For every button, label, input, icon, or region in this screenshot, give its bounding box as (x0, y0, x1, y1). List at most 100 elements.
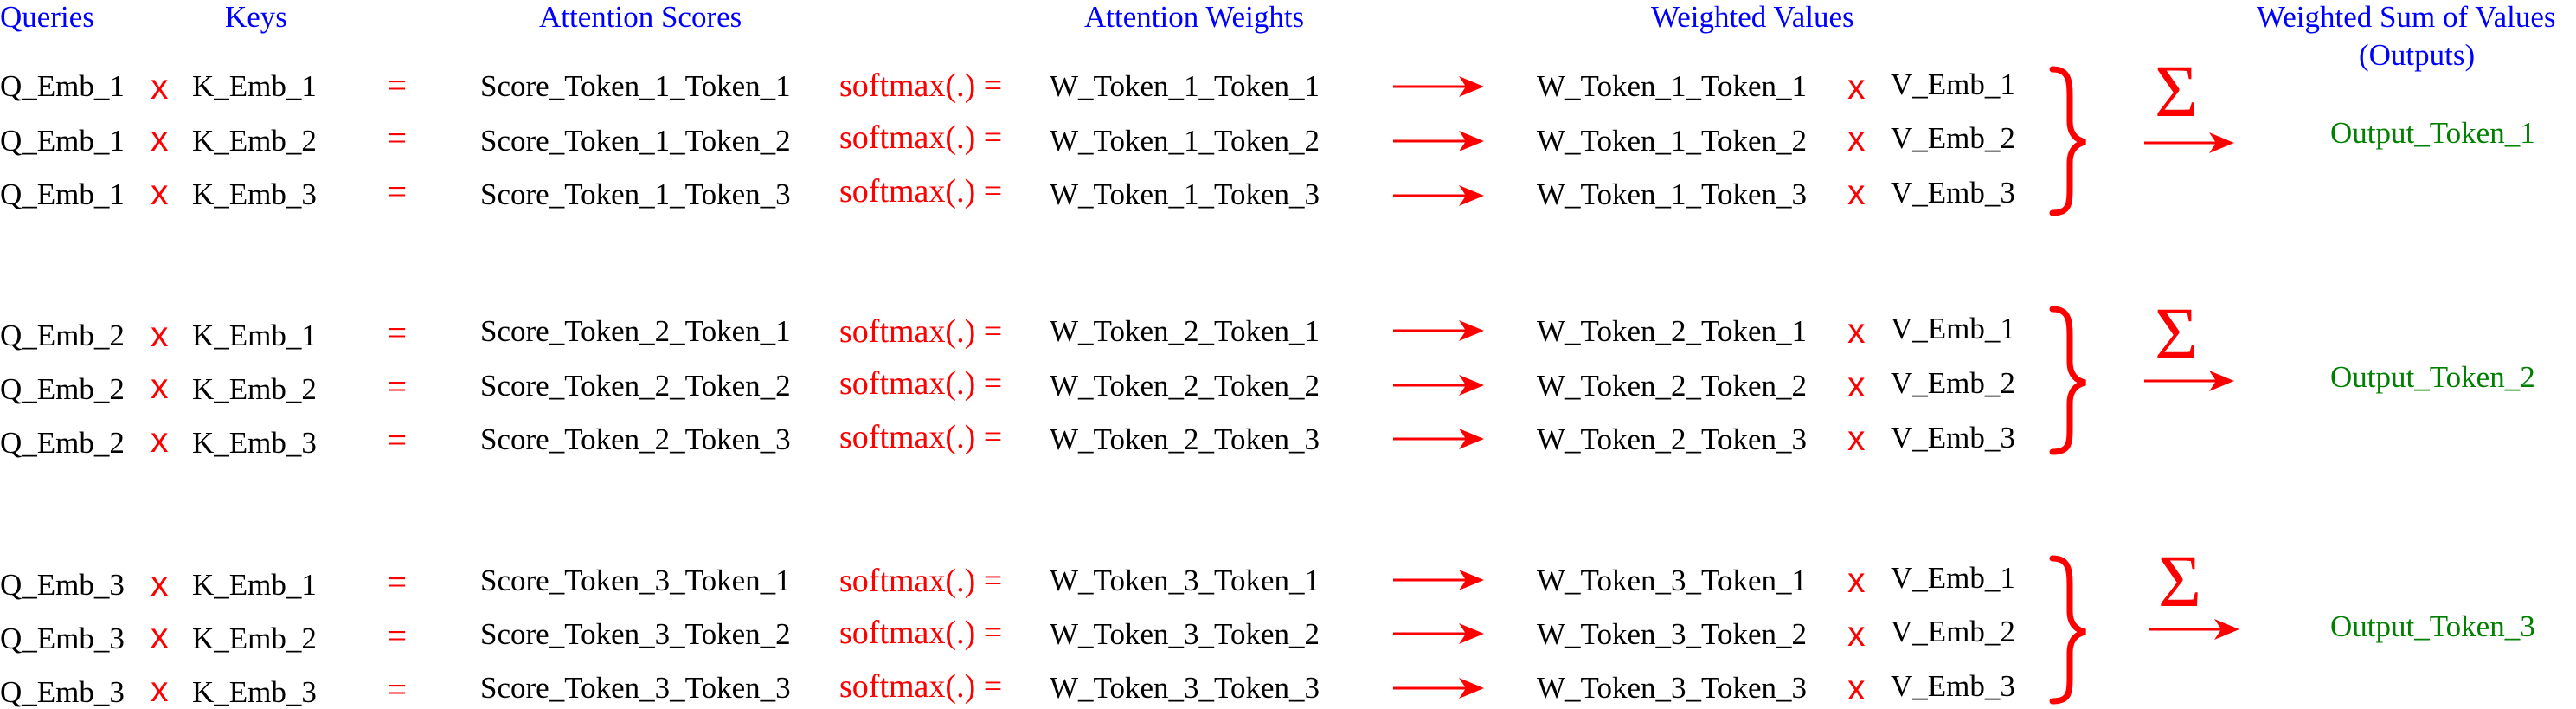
weight-arrow (1393, 320, 1484, 341)
score-cell: Score_Token_2_Token_2 (480, 369, 791, 403)
multiply-symbol: x (151, 669, 169, 709)
multiply-symbol: x (1847, 119, 1866, 158)
header-attention-scores: Attention Scores (539, 0, 742, 34)
weighted-cell: W_Token_1_Token_2 (1537, 124, 1807, 158)
sum-symbol: Σ (2158, 539, 2202, 622)
value-cell: V_Emb_1 (1891, 312, 2015, 345)
query-cell: Q_Emb_3 (0, 622, 125, 655)
weight-arrow (1393, 429, 1484, 449)
value-cell: V_Emb_1 (1891, 68, 2015, 101)
value-cell: V_Emb_2 (1891, 615, 2015, 648)
weighted-cell: W_Token_3_Token_1 (1537, 564, 1807, 597)
weight-arrow (1393, 131, 1484, 151)
softmax-label: softmax(.) = (839, 668, 1003, 705)
sum-symbol: Σ (2155, 292, 2199, 375)
score-cell: Score_Token_3_Token_3 (480, 671, 791, 705)
multiply-symbol: x (151, 366, 169, 406)
equals-symbol: = (387, 616, 408, 655)
weight-cell: W_Token_2_Token_1 (1050, 314, 1320, 348)
score-cell: Score_Token_1_Token_1 (480, 69, 791, 103)
multiply-symbol: x (151, 564, 169, 603)
multiply-symbol: x (1847, 614, 1866, 654)
sum-arrow (2144, 371, 2234, 391)
query-cell: Q_Emb_2 (0, 426, 125, 460)
weight-arrow (1393, 678, 1484, 699)
key-cell: K_Emb_3 (192, 675, 317, 709)
weight-arrow (1393, 76, 1484, 97)
value-cell: V_Emb_3 (1891, 176, 2015, 209)
query-cell: Q_Emb_2 (0, 319, 125, 352)
weighted-cell: W_Token_1_Token_1 (1537, 69, 1807, 103)
query-cell: Q_Emb_3 (0, 568, 125, 602)
query-cell: Q_Emb_1 (0, 69, 125, 103)
header-keys: Keys (225, 0, 287, 34)
weight-arrow (1393, 570, 1484, 590)
weight-arrow (1393, 375, 1484, 396)
multiply-symbol: x (151, 119, 169, 158)
query-cell: Q_Emb_1 (0, 177, 125, 211)
softmax-label: softmax(.) = (839, 563, 1003, 599)
score-cell: Score_Token_3_Token_2 (480, 617, 791, 651)
weight-cell: W_Token_2_Token_2 (1050, 369, 1320, 403)
right-brace (2049, 66, 2086, 216)
weighted-cell: W_Token_3_Token_2 (1537, 617, 1807, 651)
key-cell: K_Emb_2 (192, 372, 317, 406)
weighted-cell: W_Token_2_Token_3 (1537, 422, 1807, 456)
softmax-label: softmax(.) = (839, 419, 1003, 455)
sum-arrow (2144, 132, 2234, 153)
score-cell: Score_Token_2_Token_3 (480, 422, 791, 456)
multiply-symbol: x (1847, 418, 1866, 458)
header-queries: Queries (0, 0, 94, 34)
header-weighted-values: Weighted Values (1651, 0, 1854, 34)
header-outputs-line2: (Outputs) (2359, 38, 2476, 72)
multiply-symbol: x (1847, 67, 1866, 106)
key-cell: K_Emb_3 (192, 177, 317, 211)
sum-symbol: Σ (2155, 49, 2199, 132)
score-cell: Score_Token_1_Token_3 (480, 177, 791, 211)
multiply-symbol: x (1847, 667, 1866, 707)
value-cell: V_Emb_1 (1891, 561, 2015, 595)
equals-symbol: = (387, 65, 408, 105)
multiply-symbol: x (151, 67, 169, 106)
key-cell: K_Emb_2 (192, 124, 317, 158)
weighted-cell: W_Token_1_Token_3 (1537, 177, 1807, 211)
weight-cell: W_Token_1_Token_2 (1050, 124, 1320, 158)
key-cell: K_Emb_1 (192, 69, 317, 103)
multiply-symbol: x (151, 314, 169, 354)
softmax-label: softmax(.) = (839, 68, 1003, 104)
weighted-cell: W_Token_3_Token_3 (1537, 671, 1807, 705)
key-cell: K_Emb_2 (192, 622, 317, 655)
softmax-label: softmax(.) = (839, 313, 1003, 350)
weight-cell: W_Token_3_Token_3 (1050, 671, 1320, 705)
output-token: Output_Token_2 (2330, 360, 2535, 394)
header-attention-weights: Attention Weights (1084, 0, 1305, 34)
equals-symbol: = (387, 420, 408, 460)
softmax-label: softmax(.) = (839, 615, 1003, 651)
softmax-label: softmax(.) = (839, 119, 1003, 156)
key-cell: K_Emb_1 (192, 319, 317, 352)
key-cell: K_Emb_3 (192, 426, 317, 460)
value-cell: V_Emb_2 (1891, 366, 2015, 400)
right-brace (2049, 555, 2086, 705)
query-cell: Q_Emb_2 (0, 372, 125, 406)
equals-symbol: = (387, 313, 408, 352)
weight-arrow (1393, 185, 1484, 206)
softmax-label: softmax(.) = (839, 365, 1003, 402)
score-cell: Score_Token_1_Token_2 (480, 124, 791, 158)
weight-cell: W_Token_1_Token_3 (1050, 177, 1320, 211)
equals-symbol: = (387, 562, 408, 602)
equals-symbol: = (387, 669, 408, 709)
weight-cell: W_Token_3_Token_2 (1050, 617, 1320, 651)
multiply-symbol: x (151, 172, 169, 212)
query-cell: Q_Emb_1 (0, 124, 125, 158)
score-cell: Score_Token_3_Token_1 (480, 564, 791, 597)
query-cell: Q_Emb_3 (0, 675, 125, 709)
sum-arrow (2149, 619, 2239, 640)
multiply-symbol: x (1847, 560, 1866, 600)
output-token: Output_Token_1 (2330, 116, 2535, 150)
weight-cell: W_Token_2_Token_3 (1050, 422, 1320, 456)
header-outputs-line1: Weighted Sum of Values (2257, 0, 2556, 34)
multiply-symbol: x (151, 616, 169, 655)
